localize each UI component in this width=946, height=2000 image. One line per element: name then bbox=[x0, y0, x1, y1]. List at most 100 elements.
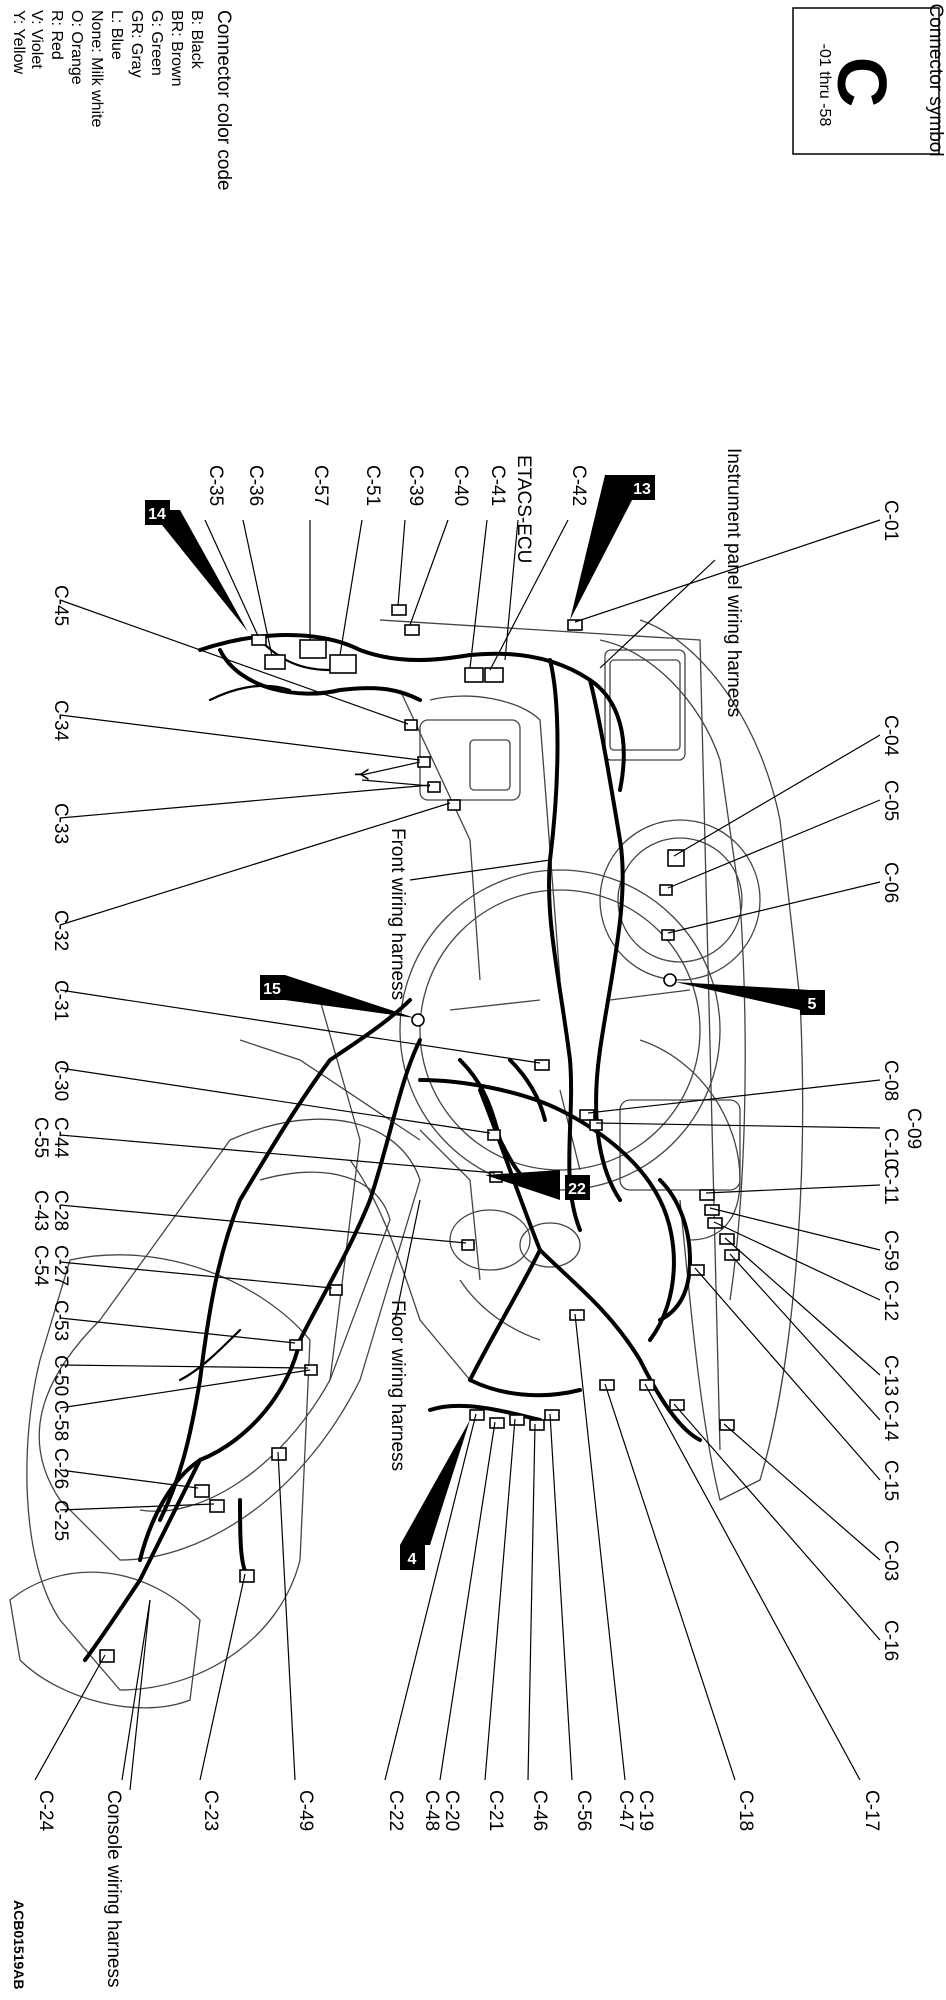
label-C-34: C-34 bbox=[50, 700, 71, 742]
color-code-entry: G: Green bbox=[148, 10, 165, 76]
label-C-04: C-04 bbox=[880, 715, 901, 757]
color-code-entry: V: Violet bbox=[28, 10, 45, 69]
label-C-10: C-10 bbox=[880, 1128, 901, 1169]
color-code-entry: L: Blue bbox=[108, 10, 125, 60]
label-C-25: C-25 bbox=[50, 1500, 71, 1541]
connector-C-27 bbox=[461, 1239, 475, 1251]
front-wiring-harness-label: Front wiring harness bbox=[387, 828, 408, 1000]
callout-14: 14 bbox=[148, 506, 166, 523]
label-C-18: C-18 bbox=[735, 1790, 756, 1831]
label-C-16: C-16 bbox=[880, 1620, 901, 1661]
color-code-entry: Y: Yellow bbox=[10, 10, 27, 75]
connector-C-45 bbox=[404, 719, 418, 731]
connector-symbols bbox=[99, 604, 740, 1663]
harness-labels: Instrument panel wiring harness Front wi… bbox=[103, 448, 744, 1988]
callout-15: 15 bbox=[263, 981, 281, 998]
connector-C-40 bbox=[404, 624, 420, 636]
connector-C-56 bbox=[544, 1409, 560, 1421]
connector-C-08 bbox=[579, 1109, 595, 1121]
connector-C-23 bbox=[239, 1569, 255, 1583]
label-C-20: C-20 bbox=[441, 1790, 462, 1831]
connector-symbol-range: -01 thru -58 bbox=[816, 44, 833, 127]
label-C-42: C-42 bbox=[568, 465, 589, 506]
label-C-28: C-28 bbox=[50, 1190, 71, 1231]
label-C-36: C-36 bbox=[245, 465, 266, 506]
connector-symbol-title: Connector symbol bbox=[925, 3, 946, 156]
connector-C-24 bbox=[99, 1649, 115, 1663]
connector-C-16 bbox=[669, 1399, 685, 1411]
connector-C-41 bbox=[464, 667, 484, 683]
connector-C-46 bbox=[529, 1419, 545, 1431]
label-C-59: C-59 bbox=[880, 1230, 901, 1271]
label-C-45: C-45 bbox=[50, 585, 71, 626]
label-C-44: C-44 bbox=[50, 1117, 71, 1159]
connector-C-31 bbox=[411, 1013, 425, 1027]
callout-4: 4 bbox=[408, 1551, 417, 1568]
label-C-08: C-08 bbox=[880, 1060, 901, 1101]
label-C-53: C-53 bbox=[50, 1300, 71, 1341]
label-C-19: C-19 bbox=[635, 1790, 656, 1831]
connector-C-19 bbox=[569, 1309, 585, 1321]
label-C-49: C-49 bbox=[295, 1790, 316, 1831]
connector-C-42 bbox=[484, 667, 504, 683]
connector-C-30 bbox=[534, 1059, 550, 1071]
connector-C-39 bbox=[391, 604, 407, 616]
label-C-01: C-01 bbox=[880, 500, 901, 541]
callout-5: 5 bbox=[808, 996, 817, 1013]
label-C-41: C-41 bbox=[487, 465, 508, 506]
connector-C-04 bbox=[667, 849, 685, 867]
connector-C-33 bbox=[427, 781, 441, 793]
label-C-15: C-15 bbox=[880, 1460, 901, 1501]
connector-C-06 bbox=[661, 929, 675, 941]
etacs-ecu-label: ETACS-ECU bbox=[513, 455, 534, 563]
label-C-23: C-23 bbox=[200, 1790, 221, 1831]
connector-C-36 bbox=[264, 654, 286, 670]
floor-wiring-harness-label: Floor wiring harness bbox=[387, 1300, 408, 1471]
connector-C-17 bbox=[639, 1379, 655, 1391]
connector-C-25 bbox=[209, 1499, 225, 1513]
left-connector-labels: C-45 C-34 C-33 C-32 C-31 C-30 C-44 C-55 … bbox=[30, 585, 71, 1541]
color-code-entry: BR: Brown bbox=[168, 10, 185, 86]
connector-C-53 bbox=[329, 1284, 343, 1296]
label-C-43: C-43 bbox=[30, 1190, 51, 1231]
connector-symbol-box: Connector symbol C -01 thru -58 bbox=[792, 3, 946, 157]
y-marker-label: Y bbox=[350, 768, 371, 781]
connector-C-01 bbox=[567, 619, 583, 631]
connector-C-49 bbox=[271, 1447, 287, 1461]
connector-C-05 bbox=[659, 884, 673, 896]
label-C-32: C-32 bbox=[50, 910, 71, 951]
top-connector-labels: C-35 C-36 C-57 C-51 C-39 C-40 C-41 C-42 bbox=[205, 465, 589, 506]
instrument-panel-harness-label: Instrument panel wiring harness bbox=[723, 448, 744, 717]
label-C-55: C-55 bbox=[30, 1117, 51, 1158]
connector-C-26 bbox=[194, 1484, 210, 1498]
label-C-39: C-39 bbox=[405, 465, 426, 506]
callout-pointers: 13 14 5 15 22 4 bbox=[145, 475, 825, 1570]
label-C-31: C-31 bbox=[50, 980, 71, 1021]
callout-22: 22 bbox=[568, 1181, 586, 1198]
console-wiring-harness-label: Console wiring harness bbox=[103, 1790, 124, 1988]
connector-C-03 bbox=[719, 1419, 735, 1431]
color-code-entry: O: Orange bbox=[68, 10, 85, 85]
label-C-24: C-24 bbox=[35, 1790, 56, 1832]
label-C-50: C-50 bbox=[50, 1355, 71, 1396]
color-code-entry: B: Black bbox=[188, 10, 205, 70]
label-C-47: C-47 bbox=[615, 1790, 636, 1831]
label-C-26: C-26 bbox=[50, 1448, 71, 1489]
color-code-entry: None: Milk white bbox=[88, 10, 105, 127]
label-C-03: C-03 bbox=[880, 1540, 901, 1581]
connector-C-11 bbox=[699, 1189, 715, 1201]
connector-C-21 bbox=[509, 1414, 525, 1426]
label-C-27: C-27 bbox=[50, 1245, 71, 1286]
label-C-13: C-13 bbox=[880, 1355, 901, 1396]
label-C-54: C-54 bbox=[30, 1245, 51, 1287]
label-C-30: C-30 bbox=[50, 1060, 71, 1101]
color-code-entry: GR: Gray bbox=[128, 10, 145, 78]
label-C-21: C-21 bbox=[485, 1790, 506, 1831]
label-C-40: C-40 bbox=[450, 465, 471, 506]
label-C-11: C-11 bbox=[880, 1165, 901, 1205]
label-C-48: C-48 bbox=[421, 1790, 442, 1831]
leader-lines bbox=[34, 519, 881, 1791]
connector-C-50 bbox=[289, 1339, 303, 1351]
connector-C-32 bbox=[447, 799, 461, 811]
